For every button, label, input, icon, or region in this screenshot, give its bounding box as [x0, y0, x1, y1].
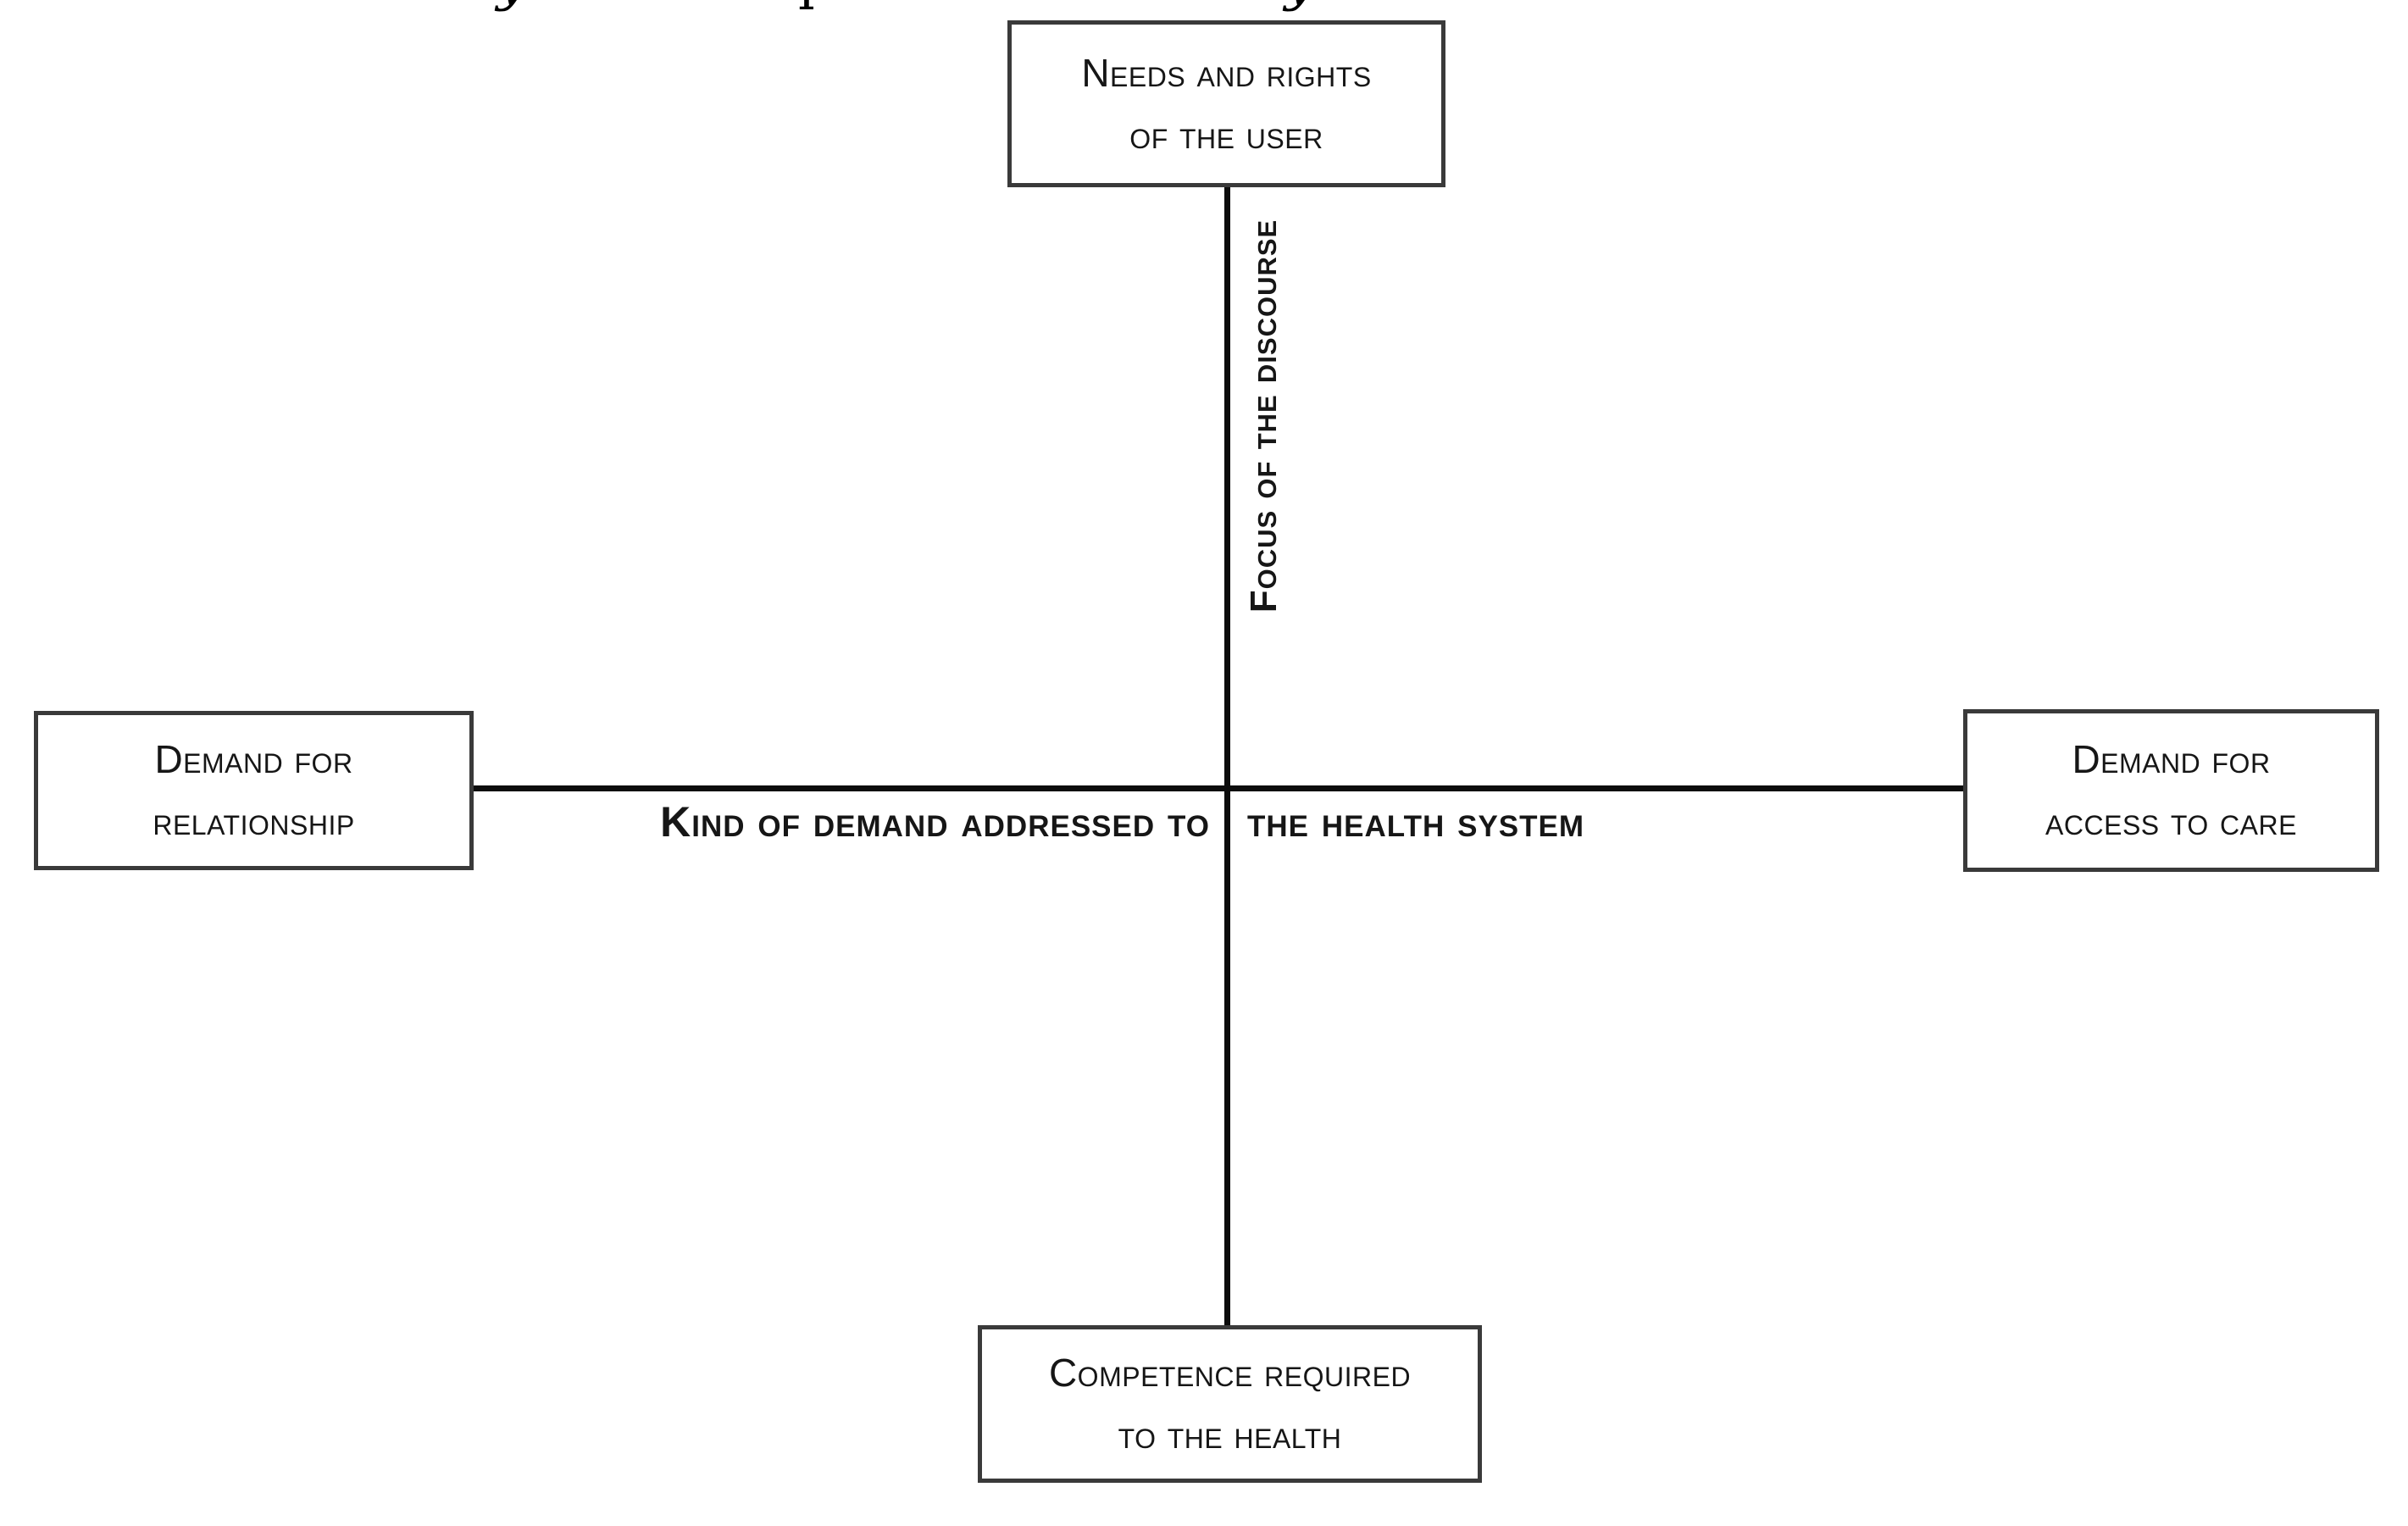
box-label-line: access to care [2045, 799, 2297, 843]
box-label-line: Needs and rights [1081, 50, 1372, 95]
box-label-line: Demand for [154, 737, 353, 781]
horizontal-axis-label-left: Kind of demand addressed to [660, 798, 1210, 846]
cropped-text-fragment: y [497, 0, 526, 8]
box-label-line: Demand for [2072, 737, 2271, 781]
horizontal-axis-line [428, 785, 1991, 791]
vertical-axis-label: Focus of the discourse [1243, 219, 1284, 613]
cropped-text-fragment: p [798, 0, 832, 7]
box-demand-for-relationship: Demand for relationship [34, 711, 474, 870]
box-label-line: of the user [1129, 112, 1323, 157]
horizontal-axis-label-right: the health system [1247, 798, 1585, 846]
cropped-text-fragment: y [1284, 0, 1314, 8]
box-demand-for-access-to-care: Demand for access to care [1963, 709, 2379, 872]
vertical-axis-line [1224, 182, 1230, 1330]
box-competence-required-to-the-health: Competence required to the health [978, 1325, 1482, 1483]
box-label-line: Competence required [1048, 1351, 1412, 1395]
box-label-line: relationship [153, 799, 355, 843]
box-needs-and-rights-of-the-user: Needs and rights of the user [1007, 20, 1445, 187]
box-label-line: to the health [1118, 1412, 1342, 1457]
